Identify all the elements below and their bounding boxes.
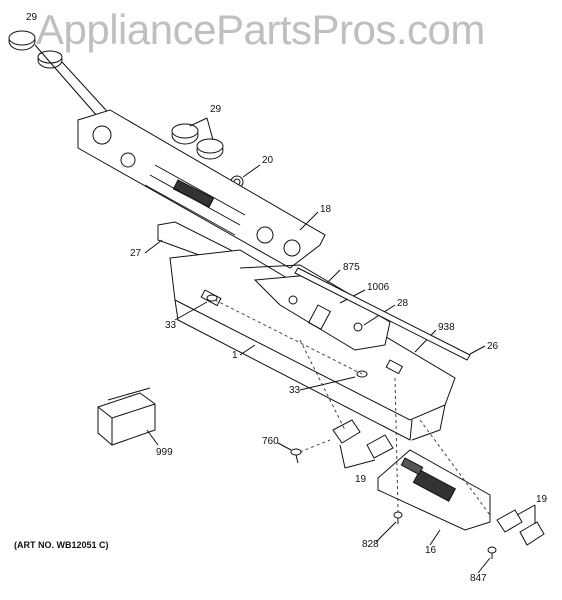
callout-18: 18 (320, 204, 332, 215)
callout-29-center: 29 (210, 104, 222, 115)
callout-760: 760 (262, 436, 279, 447)
callout-999: 999 (156, 447, 173, 458)
callout-28: 28 (397, 298, 409, 309)
callout-20: 20 (262, 155, 274, 166)
screw-part-760[interactable] (290, 448, 302, 464)
callout-1: 1 (232, 350, 238, 361)
callout-847: 847 (470, 573, 487, 584)
callout-1006: 1006 (367, 282, 390, 293)
screw-part-847[interactable] (487, 546, 497, 559)
control-board-part-16[interactable] (377, 449, 491, 531)
callout-19-left: 19 (355, 474, 367, 485)
callout-29-top-left: 29 (26, 12, 38, 23)
callout-828: 828 (362, 539, 379, 550)
package-part-999[interactable] (97, 387, 156, 446)
callout-16: 16 (425, 545, 437, 556)
callout-33-upper: 33 (165, 320, 177, 331)
callout-26: 26 (487, 341, 499, 352)
relay-part-19-right[interactable] (496, 509, 545, 546)
callout-19-right: 19 (536, 494, 548, 505)
callout-33-lower: 33 (289, 385, 301, 396)
callout-875: 875 (343, 262, 360, 273)
part-28[interactable] (353, 322, 363, 332)
callout-27: 27 (130, 248, 142, 259)
knob-part-29-center[interactable] (171, 123, 224, 160)
relay-part-19-left[interactable] (332, 419, 394, 459)
knob-part-29-left[interactable] (8, 30, 63, 69)
watermark-text: AppliancePartsPros.com (36, 6, 485, 53)
callout-938: 938 (438, 322, 455, 333)
control-panel-part-18[interactable] (77, 109, 326, 269)
control-housing-part-1[interactable] (169, 249, 456, 441)
art-number: (ART NO. WB12051 C) (14, 540, 109, 550)
screw-part-828[interactable] (393, 511, 403, 524)
rod-part-26[interactable] (294, 267, 471, 361)
part-33-upper[interactable] (206, 294, 218, 302)
